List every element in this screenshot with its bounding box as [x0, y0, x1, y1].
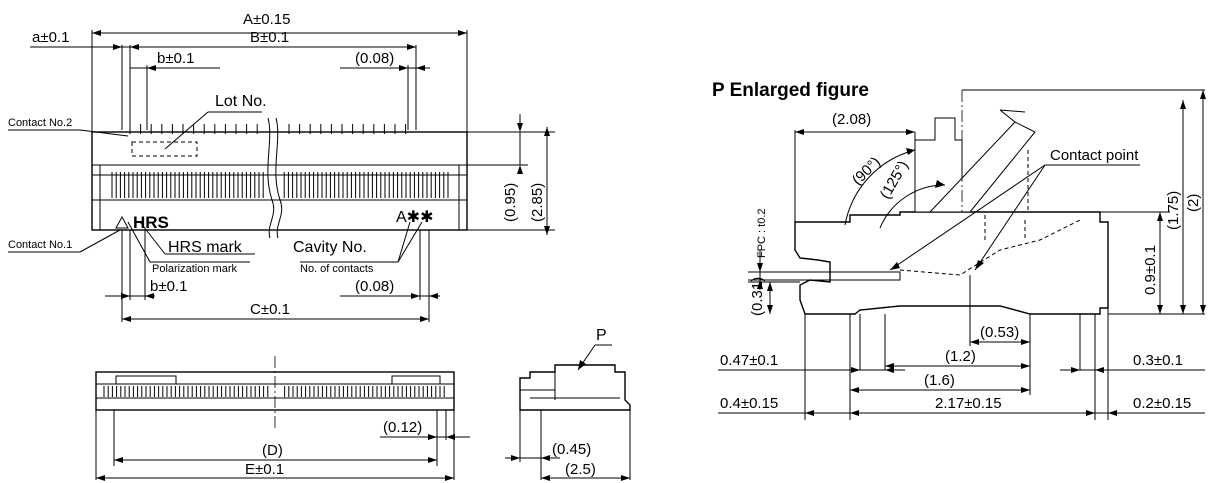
dim-095: (0.95) [502, 183, 519, 222]
dim-16: (1.6) [924, 372, 955, 389]
contact-no1-label: Contact No.1 [8, 239, 72, 251]
dim-03: 0.3±0.1 [1133, 352, 1183, 369]
cavity-no-label: Cavity No. [293, 239, 367, 256]
contact-point-label: Contact point [1050, 147, 1139, 164]
no-of-contacts-label: No. of contacts [300, 263, 374, 275]
lot-no-box [131, 141, 198, 157]
fpc-label: FPC : t0.2 [756, 208, 768, 258]
enlarged-figure: P Enlarged figure [712, 80, 1206, 420]
dim-E: E±0.1 [245, 461, 284, 478]
dim-12: (1.2) [945, 348, 976, 365]
angle-90-label: (90°) [849, 154, 884, 189]
dim-b-bottom: b±0.1 [150, 278, 187, 295]
dim-b-top: b±0.1 [157, 50, 194, 67]
hrs-logo-mark: HRS [133, 213, 169, 232]
top-view: A±0.15 a±0.1 B±0.1 b±0.1 (0.08) Lot No. … [8, 11, 555, 322]
dim-031: (0.31) [749, 277, 766, 316]
dim-008-top: (0.08) [355, 50, 394, 67]
polarization-mark-icon [115, 215, 129, 229]
dim-a: a±0.1 [32, 29, 69, 46]
dim-217: 2.17±0.15 [935, 395, 1002, 412]
dim-25: (2.5) [565, 461, 596, 478]
dim-053: (0.53) [980, 324, 1019, 341]
dim-B: B±0.1 [250, 29, 289, 46]
dim-175: (1.75) [1165, 191, 1182, 230]
hrs-mark-label: HRS mark [168, 239, 243, 256]
dim-012: (0.12) [383, 419, 422, 436]
enlarged-title: P Enlarged figure [712, 80, 869, 101]
contact-no2-label: Contact No.2 [8, 117, 72, 129]
top-contact-pins [129, 124, 407, 134]
dim-208: (2.08) [832, 111, 871, 128]
top-contact-comb [111, 172, 449, 198]
front-contact-comb [103, 386, 445, 397]
dim-285: (2.85) [529, 183, 546, 222]
dim-047: 0.47±0.1 [720, 352, 778, 369]
actuator-open [928, 121, 1036, 213]
dim-04: 0.4±0.15 [720, 395, 778, 412]
lot-no-label: Lot No. [215, 93, 267, 110]
side-view: P (0.45) (2.5) [505, 327, 631, 481]
dim-02: 0.2±0.15 [1133, 395, 1191, 412]
angle-90-arc [844, 149, 916, 226]
cavity-symbols: A✱✱ [396, 209, 433, 226]
dim-D: (D) [262, 442, 283, 459]
dim-008-bottom: (0.08) [355, 278, 394, 295]
label-P: P [596, 327, 607, 344]
dim-A: A±0.15 [243, 11, 290, 28]
contact-spring [899, 219, 1081, 276]
front-view: (0.12) (D) E±0.1 [95, 356, 470, 481]
housing-section [794, 211, 1109, 315]
dim-045: (0.45) [552, 441, 591, 458]
top-break-line [267, 117, 275, 239]
dim-2: (2) [1185, 194, 1202, 212]
side-view-body [519, 364, 631, 411]
dim-09: 0.9±0.1 [1142, 245, 1159, 295]
fpc-strip [759, 271, 901, 281]
polarization-mark-label: Polarization mark [152, 263, 237, 275]
dim-C: C±0.1 [250, 301, 290, 318]
